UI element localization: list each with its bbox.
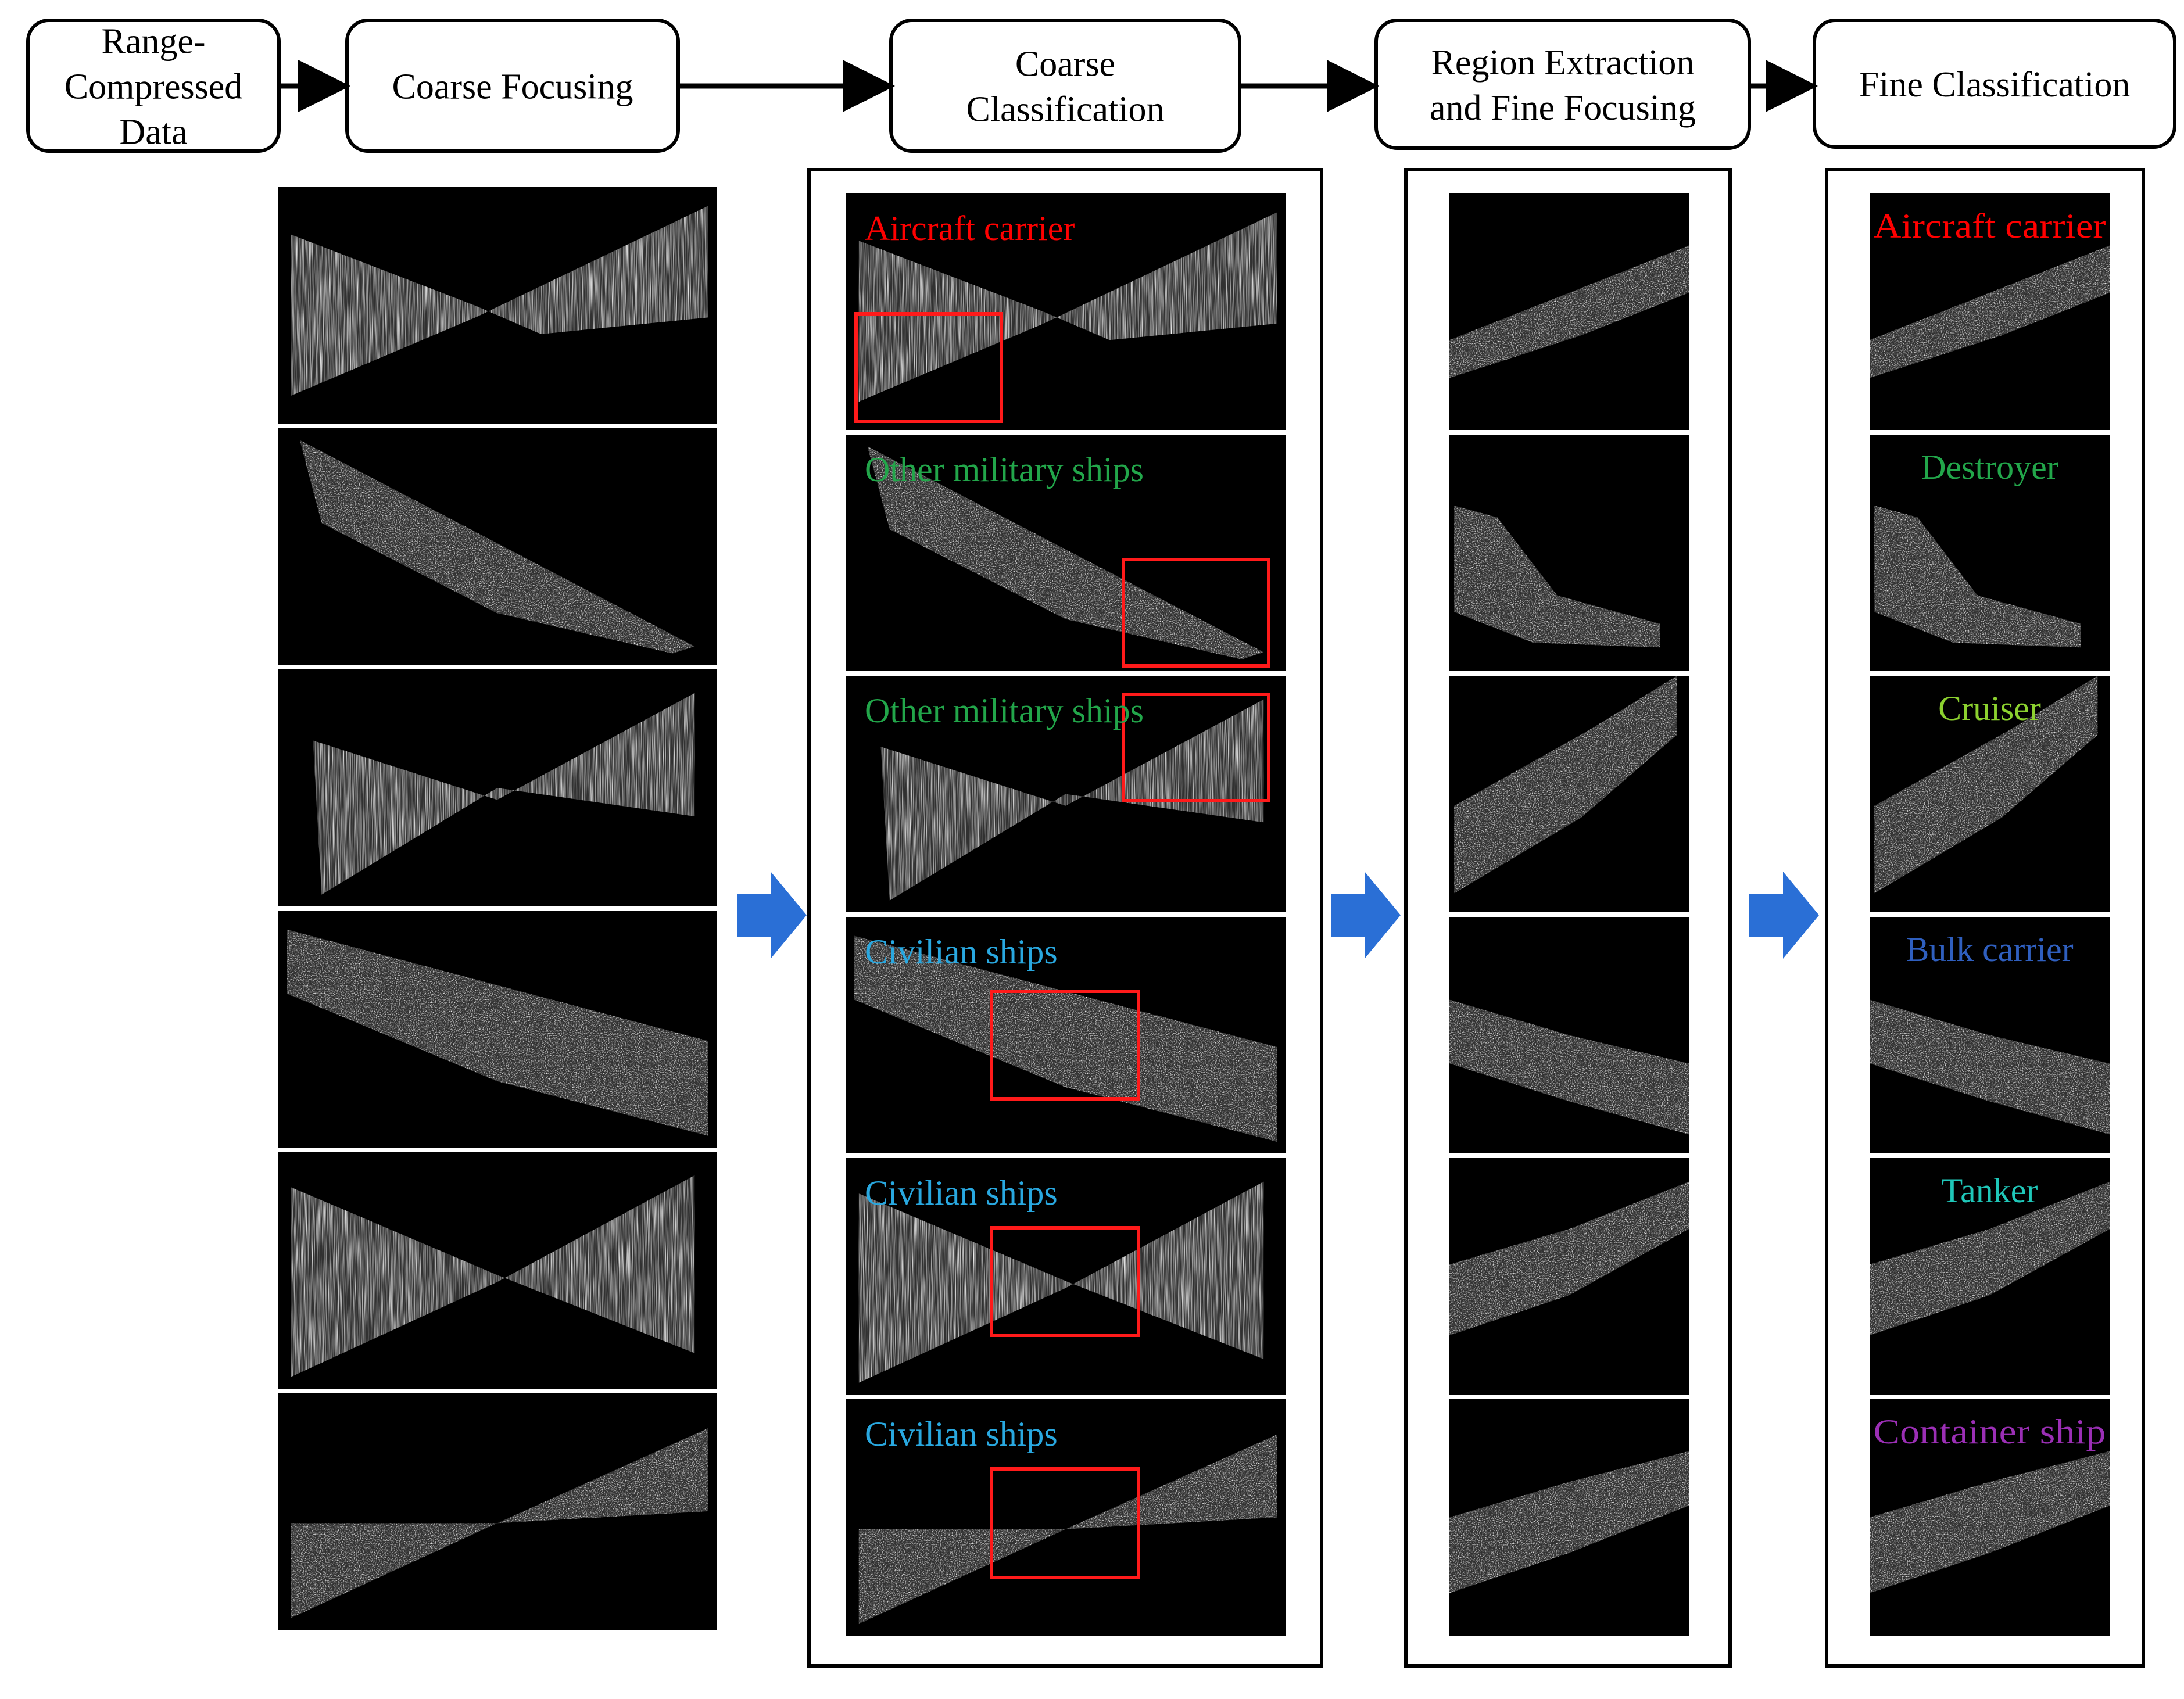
step-box [889, 19, 1241, 153]
fine-class-label-3: Cruiser [1938, 689, 2041, 727]
region-box-3 [1122, 693, 1270, 802]
target-echo [1870, 1451, 2110, 1593]
step-box [1374, 19, 1751, 150]
target-echo [287, 929, 708, 1136]
fine-class-label-1: Aircraft carrier [1874, 207, 2106, 245]
coarse-classification-frame [807, 168, 1323, 1668]
region-box-6 [990, 1467, 1140, 1579]
coarse-focusing-panel-1 [278, 187, 717, 424]
fine-class-label-4: Bulk carrier [1906, 930, 2073, 969]
target-echo [291, 1428, 708, 1618]
coarse-class-label-6: Civilian ships [865, 1415, 1058, 1453]
step-label-line: Data [119, 113, 187, 152]
fine-classification-frame [1825, 168, 2145, 1668]
flow-arrows [737, 872, 1819, 959]
coarse-class-label-3: Other military ships [865, 691, 1144, 730]
region-box-2 [1122, 558, 1270, 668]
target-echo [1449, 245, 1689, 378]
region-extraction-panel-3 [1449, 676, 1689, 912]
target-echo [858, 1435, 1277, 1624]
target-echo [291, 1175, 695, 1377]
region-extraction-panel-6 [1449, 1399, 1689, 1636]
target-echo [854, 935, 1277, 1142]
region-boxes [854, 312, 1270, 1579]
coarse-focusing-panel-2 [278, 428, 717, 665]
region-box-4 [990, 990, 1140, 1101]
target-echo [1449, 999, 1689, 1135]
region-extraction-panel-1 [1449, 193, 1689, 430]
step-label-line: Classification [966, 90, 1165, 130]
region-box-1 [854, 312, 1003, 423]
target-echo [1870, 999, 2110, 1135]
coarse-classification-panel-2 [846, 435, 1286, 671]
target-echo [313, 693, 695, 895]
target-echo [858, 1181, 1264, 1383]
target-echo [299, 440, 695, 654]
fine-class-label-2: Destroyer [1921, 448, 2058, 486]
step-fine-class: Fine Classification [1813, 19, 2176, 149]
fine-class-label-5: Tanker [1942, 1171, 2038, 1210]
target-echo [880, 699, 1264, 901]
target-echo [1874, 676, 2098, 894]
flow-arrow-2 [1331, 872, 1401, 959]
fine-classification-panel-3 [1870, 676, 2110, 912]
target-echo [1874, 506, 2081, 648]
fine-class-label-6: Container ship [1874, 1413, 2106, 1451]
region-extraction-panel-2 [1449, 435, 1689, 671]
step-label-line: Fine Classification [1859, 65, 2131, 105]
flow-arrow-3 [1749, 872, 1819, 959]
region-extraction-panel-4 [1449, 917, 1689, 1153]
target-echo [291, 206, 708, 396]
step-label-line: and Fine Focusing [1430, 88, 1696, 128]
coarse-class-label-2: Other military ships [865, 450, 1144, 489]
coarse-classification-panel-4 [846, 917, 1286, 1153]
coarse-class-label-1: Aircraft carrier [865, 209, 1075, 248]
target-echo [1870, 245, 2110, 378]
target-echo [1870, 1181, 2110, 1336]
fine-classification-panel-5 [1870, 1158, 2110, 1395]
step-label-line: Range- [101, 22, 205, 62]
target-echo [1449, 1181, 1689, 1336]
coarse-classification-panel-1 [846, 193, 1286, 430]
fine-classification-panel-4 [1870, 917, 2110, 1153]
step-coarse-focus: Coarse Focusing [345, 19, 680, 153]
region-extraction-panel-5 [1449, 1158, 1689, 1395]
coarse-focusing-panel-6 [278, 1393, 717, 1630]
target-echo [1449, 1451, 1689, 1593]
coarse-class-label-4: Civilian ships [865, 933, 1058, 971]
coarse-focusing-panel-5 [278, 1152, 717, 1389]
coarse-focusing-panel-4 [278, 911, 717, 1148]
image-panels [278, 187, 2110, 1636]
region-box-5 [990, 1226, 1140, 1337]
coarse-classification-panel-5 [846, 1158, 1286, 1395]
step-label-line: Region Extraction [1431, 43, 1695, 83]
coarse-classification-panel-3 [846, 676, 1286, 912]
step-region: Region Extraction and Fine Focusing [1374, 19, 1751, 150]
step-label-line: Coarse Focusing [392, 67, 633, 107]
target-echo [1454, 676, 1677, 894]
step-label-line: Coarse [1015, 45, 1115, 84]
step-label-line: Compressed [65, 67, 243, 107]
region-extraction-frame [1404, 168, 1732, 1668]
coarse-class-label-5: Civilian ships [865, 1174, 1058, 1212]
fine-classification-panel-6 [1870, 1399, 2110, 1636]
fine-classification-panel-1 [1870, 193, 2110, 430]
target-echo [1454, 506, 1660, 648]
fine-classification-panel-2 [1870, 435, 2110, 671]
target-echo [867, 446, 1264, 659]
flow-arrow-1 [737, 872, 807, 959]
coarse-focusing-panel-3 [278, 669, 717, 906]
target-echo [858, 212, 1277, 402]
coarse-classification-panel-6 [846, 1399, 1286, 1636]
